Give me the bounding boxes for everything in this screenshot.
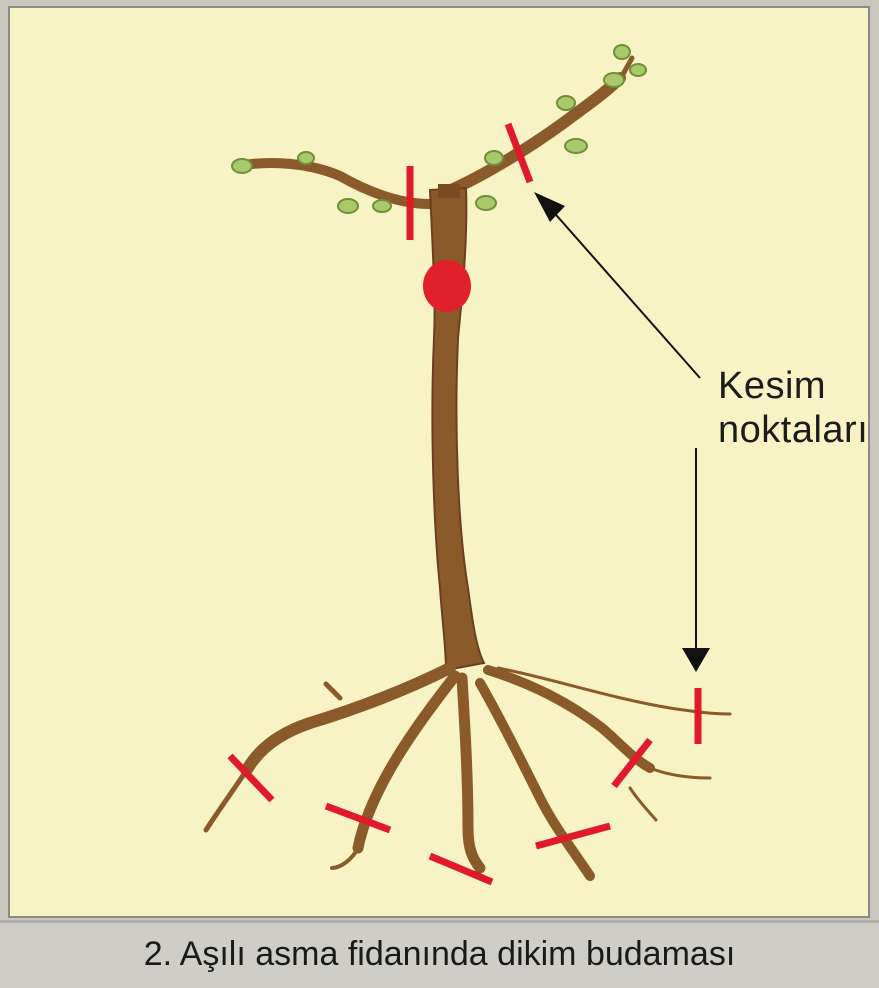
label-line-1: Kesim xyxy=(718,364,868,408)
illustration-panel: Kesim noktaları xyxy=(8,6,870,918)
graft-union xyxy=(423,260,471,312)
trunk xyxy=(430,188,484,670)
arrow-head-up-icon xyxy=(534,192,565,222)
trunk-top xyxy=(438,184,460,198)
pointer-arrows xyxy=(534,192,710,672)
arrow-head-down-icon xyxy=(682,648,710,672)
figure-caption: 2. Aşılı asma fidanında dikim budaması xyxy=(0,932,879,976)
vine-illustration xyxy=(10,8,868,916)
cut-mark xyxy=(326,806,390,830)
roots xyxy=(206,668,730,876)
label-line-2: noktaları xyxy=(718,408,868,452)
cut-points-label: Kesim noktaları xyxy=(718,364,868,452)
shoots xyxy=(238,58,632,204)
arrow-line-up xyxy=(550,208,700,378)
